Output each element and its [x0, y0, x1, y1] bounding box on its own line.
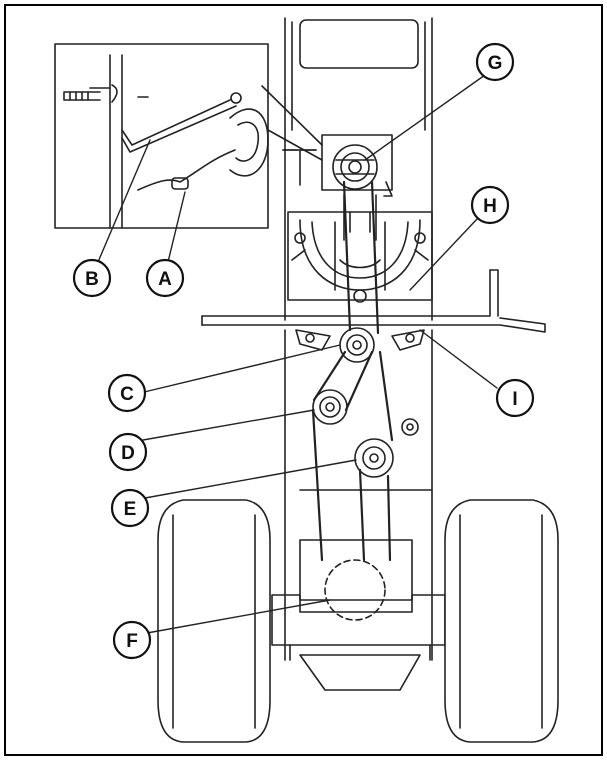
- callout-label: G: [488, 53, 503, 74]
- callout-g: G: [475, 42, 515, 82]
- drive-belts: [311, 180, 394, 562]
- callout-b: B: [72, 258, 112, 298]
- inset-leader-lines: [261, 85, 323, 161]
- center-housing: [287, 194, 433, 303]
- callout-h: H: [470, 185, 510, 225]
- callout-e: E: [110, 488, 150, 528]
- callout-label: C: [120, 384, 134, 405]
- pulley-e: [354, 418, 419, 478]
- callout-d: D: [108, 432, 148, 472]
- crossbar: [201, 269, 546, 333]
- callout-leaders: [97, 74, 498, 634]
- callout-label: D: [121, 443, 135, 464]
- callout-label: A: [158, 269, 172, 290]
- callout-label: E: [124, 499, 137, 520]
- callout-a: A: [145, 258, 185, 298]
- callout-label: F: [126, 631, 138, 652]
- callout-c: C: [107, 373, 147, 413]
- callout-i: I: [495, 378, 535, 418]
- inset-detail: [54, 43, 269, 229]
- right-tire: [444, 499, 559, 743]
- callout-label: I: [512, 389, 517, 410]
- transmission-housing: [271, 489, 446, 691]
- callout-label: B: [85, 269, 99, 290]
- callout-f: F: [112, 620, 152, 660]
- callout-label: H: [483, 196, 497, 217]
